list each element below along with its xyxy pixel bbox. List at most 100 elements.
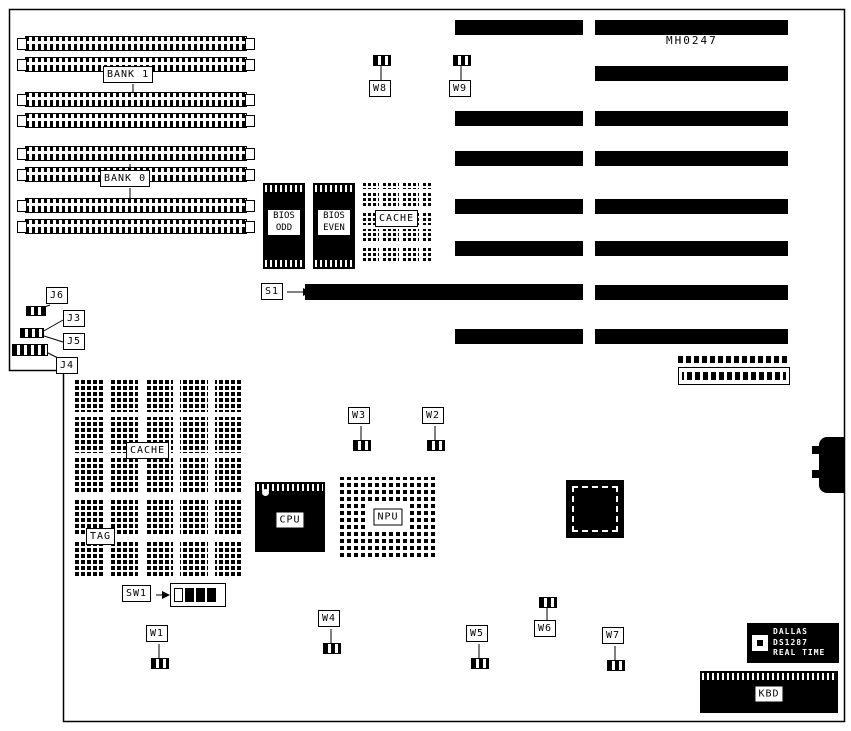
jumper-w7: [607, 660, 625, 671]
chip-pins: [702, 673, 836, 680]
socket-latch: [17, 221, 27, 233]
bios-odd-line1: BIOS: [273, 211, 295, 221]
chip-pins: [257, 484, 323, 491]
chip-pins: [572, 486, 618, 532]
w7-label: W7: [602, 627, 625, 644]
w2-label: W2: [422, 407, 445, 424]
isa-slot: [455, 151, 583, 166]
socket-latch: [17, 59, 27, 71]
bios-even-chip: BIOS EVEN: [313, 183, 355, 269]
din-nub: [812, 470, 820, 478]
sw1-dip-switch: [170, 583, 226, 607]
bank1-label: BANK 1: [103, 66, 154, 83]
simm-slot: [25, 219, 247, 234]
pin1-dot: [262, 489, 269, 496]
kbd-connector: KBD: [700, 671, 838, 713]
npu-label: NPU: [373, 508, 403, 526]
dip-cell: [207, 588, 216, 602]
socket-latch: [17, 94, 27, 106]
bios-odd-label: BIOS ODD: [267, 209, 301, 237]
isa-slot: [455, 241, 583, 256]
isa-slot: [595, 199, 788, 214]
bios-even-line1: BIOS: [323, 211, 345, 221]
simm-socket: [17, 36, 255, 72]
socket-latch: [17, 148, 27, 160]
jumper-w9: [453, 55, 471, 66]
jumper-w2: [427, 440, 445, 451]
dallas-logo-icon: [752, 635, 768, 651]
s1-slot: [305, 284, 583, 300]
rtc-text: DALLAS DS1287 REAL TIME: [773, 627, 825, 659]
isa-slot: [455, 329, 583, 344]
simm-slot: [25, 146, 247, 161]
dip-cell: [196, 588, 205, 602]
w6-label: W6: [534, 620, 557, 637]
jumper-j3-j5: [20, 328, 44, 338]
rtc-line2: DS1287: [773, 637, 808, 647]
qfp-chip: [566, 480, 624, 538]
jumper-w6: [539, 597, 557, 608]
socket-latch: [17, 38, 27, 50]
bios-even-label: BIOS EVEN: [317, 209, 351, 237]
chip-pins: [315, 185, 353, 192]
w8-label: W8: [369, 80, 392, 97]
jumper-w8: [373, 55, 391, 66]
isa-slot: [455, 111, 583, 126]
socket-latch: [245, 148, 255, 160]
jumper-w3: [353, 440, 371, 451]
pin-header-body: [678, 367, 790, 385]
jumper-w5: [471, 658, 489, 669]
sw1-label: SW1: [122, 585, 152, 602]
part-number: MH0247: [666, 34, 718, 47]
simm-slot: [25, 198, 247, 213]
bank0-label: BANK 0: [100, 170, 151, 187]
cache-top-label: CACHE: [375, 210, 419, 227]
isa-slot: [595, 329, 788, 344]
w5-label: W5: [466, 625, 489, 642]
simm-slot: [25, 36, 247, 51]
pin-header: [678, 356, 790, 385]
w3-label: W3: [348, 407, 371, 424]
socket-latch: [245, 94, 255, 106]
socket-latch: [245, 38, 255, 50]
rtc-line3: REAL TIME: [773, 648, 826, 658]
cpu-chip: CPU: [255, 482, 325, 552]
bios-even-line2: EVEN: [323, 222, 345, 233]
kbd-label: KBD: [754, 685, 784, 703]
din-nub: [812, 446, 820, 454]
chip-pins: [315, 260, 353, 267]
simm-slot: [25, 92, 247, 107]
jumper-w1: [151, 658, 169, 669]
socket-latch: [245, 169, 255, 181]
socket-latch: [17, 200, 27, 212]
socket-latch: [245, 59, 255, 71]
dip-cell: [185, 588, 194, 602]
cpu-label: CPU: [275, 511, 305, 529]
isa-slot: [595, 20, 788, 35]
chip-pins: [265, 260, 303, 267]
jumper-j4: [12, 344, 48, 356]
bios-odd-chip: BIOS ODD: [263, 183, 305, 269]
simm-socket: [17, 198, 255, 234]
bios-odd-line2: ODD: [275, 222, 293, 233]
socket-latch: [245, 200, 255, 212]
dip-cell: [174, 588, 183, 602]
w4-label: W4: [318, 610, 341, 627]
isa-slot: [595, 111, 788, 126]
isa-slot: [595, 241, 788, 256]
jumper-j6: [26, 306, 46, 316]
rtc-line1: DALLAS: [773, 626, 808, 636]
pin-header-pins: [678, 356, 790, 363]
j3-label: J3: [63, 310, 86, 327]
isa-slot: [595, 285, 788, 300]
j6-label: J6: [46, 287, 69, 304]
rtc-chip: DALLAS DS1287 REAL TIME: [747, 623, 839, 663]
isa-slot: [595, 66, 788, 81]
w1-label: W1: [146, 625, 169, 642]
socket-latch: [17, 169, 27, 181]
isa-slot: [455, 199, 583, 214]
socket-latch: [245, 115, 255, 127]
j4-label: J4: [56, 357, 79, 374]
tag-label: TAG: [86, 528, 116, 545]
cache-left-label: CACHE: [126, 442, 170, 459]
